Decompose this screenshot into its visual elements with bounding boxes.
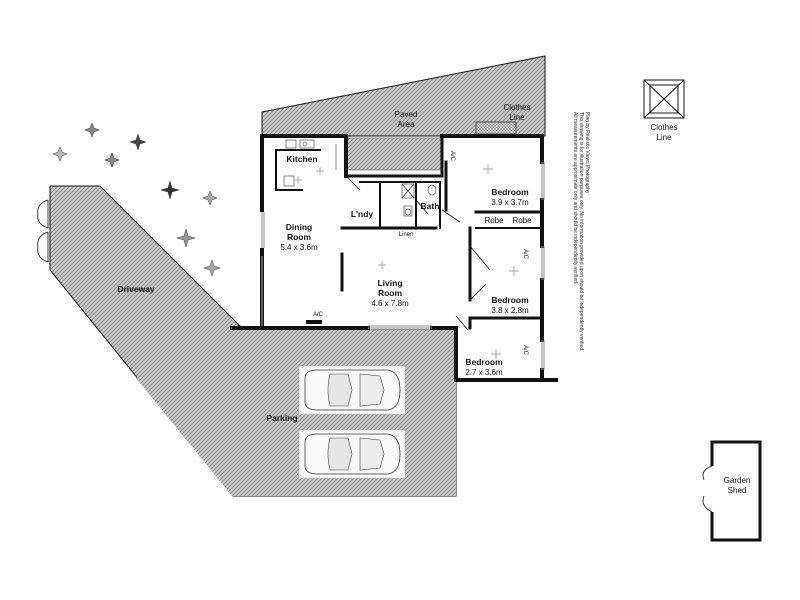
living-label-3: 4.6 x 7.8m bbox=[371, 299, 409, 308]
ac-label-bed2: A/C bbox=[522, 249, 528, 260]
ac-label-kitchen: A/C bbox=[449, 151, 455, 162]
ac-unit-living bbox=[306, 320, 322, 324]
clothes-line-label-2: Line bbox=[509, 113, 525, 122]
door-swings bbox=[345, 175, 491, 331]
disclaimer: All measurements are approximate only an… bbox=[572, 112, 590, 352]
bath-label: Bath bbox=[421, 201, 440, 211]
dining-label-1: Dining bbox=[286, 222, 312, 232]
robe-label-1: Robe bbox=[484, 216, 504, 225]
garden-shed-label-2: Shed bbox=[728, 486, 747, 495]
robe-label-2: Robe bbox=[512, 216, 532, 225]
clothes-line-post bbox=[475, 121, 517, 135]
plant-icons bbox=[52, 122, 221, 277]
gate-icon bbox=[37, 199, 49, 263]
bedroom3-label-2: 2.7 x 3.6m bbox=[465, 368, 503, 377]
garden-shed bbox=[702, 440, 762, 542]
car-bottom bbox=[298, 429, 406, 479]
clothes-line-label-1: Clothes bbox=[503, 103, 530, 112]
ac-label-living: A/C bbox=[313, 312, 324, 318]
linen-label: Linen bbox=[399, 232, 414, 238]
paved-area-label-2: Area bbox=[398, 120, 415, 129]
windows bbox=[261, 162, 545, 370]
dining-label-2: Room bbox=[287, 232, 312, 242]
clothes-line-icon bbox=[643, 79, 685, 119]
paved-area bbox=[261, 55, 546, 137]
bath-fixtures bbox=[401, 183, 437, 217]
light-markers bbox=[294, 164, 519, 359]
living-label-1: Living bbox=[377, 278, 402, 288]
laundry-label: L'ndy bbox=[351, 209, 374, 219]
clothes-line-label-3: Clothes bbox=[650, 123, 677, 132]
garden-shed-label-1: Garden bbox=[724, 476, 751, 485]
svg-text:All measurements are approxima: All measurements are approximate only an… bbox=[572, 112, 578, 284]
bedroom1-label-2: 3.9 x 3.7m bbox=[491, 198, 529, 207]
ac-label-bed3: A/C bbox=[522, 345, 528, 356]
svg-text:This drawing is for illustrati: This drawing is for illustration purpose… bbox=[578, 112, 584, 352]
courtyard bbox=[345, 137, 443, 171]
dining-label-3: 5.4 x 3.6m bbox=[280, 243, 318, 252]
parking-label: Parking bbox=[266, 413, 297, 423]
car-top bbox=[298, 365, 406, 415]
kitchen-fixtures bbox=[283, 139, 337, 187]
bedroom1-label-1: Bedroom bbox=[491, 187, 529, 197]
paved-area-label-1: Paved bbox=[395, 110, 418, 119]
kitchen-label: Kitchen bbox=[286, 154, 317, 164]
driveway-label: Driveway bbox=[117, 284, 155, 294]
bedroom2-label-1: Bedroom bbox=[491, 295, 529, 305]
clothes-line-label-4: Line bbox=[656, 133, 672, 142]
bedroom2-label-2: 3.8 x 2.8m bbox=[491, 306, 529, 315]
bedroom3-label-1: Bedroom bbox=[465, 357, 503, 367]
svg-text:Plan by Realistic Views Photog: Plan by Realistic Views Photography bbox=[584, 112, 590, 194]
living-label-2: Room bbox=[378, 288, 403, 298]
